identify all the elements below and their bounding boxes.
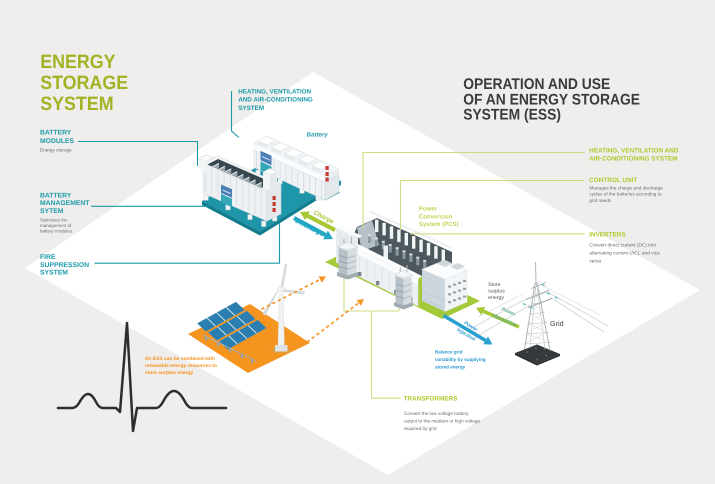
svg-text:renewable energy resources to: renewable energy resources to bbox=[145, 363, 217, 369]
svg-text:SYTEM: SYTEM bbox=[40, 208, 64, 215]
svg-text:alternating current (AC), and: alternating current (AC), and vice bbox=[589, 251, 660, 257]
svg-text:cycles of the batteries accord: cycles of the batteries according to bbox=[589, 192, 662, 197]
svg-text:BATTERY: BATTERY bbox=[40, 193, 72, 200]
svg-text:AIR-CONDITIONING SYSTEM: AIR-CONDITIONING SYSTEM bbox=[589, 155, 677, 162]
svg-text:TRANSFORMERS: TRANSFORMERS bbox=[404, 396, 459, 403]
svg-text:Convert the low voltage batter: Convert the low voltage battery bbox=[404, 411, 469, 416]
svg-text:management of: management of bbox=[40, 223, 72, 228]
svg-text:Manages the charge and dischar: Manages the charge and discharge bbox=[589, 186, 663, 191]
svg-text:store surplus energy: store surplus energy bbox=[145, 370, 194, 376]
svg-text:variability by supplying: variability by supplying bbox=[435, 357, 486, 363]
svg-text:SYSTEM: SYSTEM bbox=[40, 93, 113, 115]
svg-text:HEATING, VENTILATION AND: HEATING, VENTILATION AND bbox=[589, 148, 679, 155]
svg-text:System (PCS): System (PCS) bbox=[419, 221, 459, 228]
svg-text:BATTERY: BATTERY bbox=[40, 130, 72, 137]
svg-text:Power: Power bbox=[419, 205, 438, 212]
svg-text:Conversion: Conversion bbox=[419, 213, 453, 220]
svg-text:Convert direct current (DC) in: Convert direct current (DC) into bbox=[589, 243, 656, 249]
svg-text:Grid: Grid bbox=[550, 319, 564, 328]
svg-text:Optimises the: Optimises the bbox=[40, 218, 68, 223]
svg-text:Battery: Battery bbox=[307, 132, 329, 139]
svg-text:SUPPRESSION: SUPPRESSION bbox=[40, 262, 89, 269]
svg-text:OPERATION AND USE: OPERATION AND USE bbox=[463, 76, 610, 93]
svg-text:required by grid: required by grid bbox=[404, 426, 437, 431]
svg-text:stored energy: stored energy bbox=[435, 364, 465, 370]
svg-text:SYSTEM (ESS): SYSTEM (ESS) bbox=[463, 107, 561, 124]
svg-text:MODULES: MODULES bbox=[40, 138, 74, 145]
svg-text:ENERGY: ENERGY bbox=[40, 51, 115, 73]
svg-text:CONTROL UNIT: CONTROL UNIT bbox=[589, 177, 637, 184]
svg-text:Energy storage: Energy storage bbox=[40, 147, 72, 152]
svg-text:OF AN ENERGY STORAGE: OF AN ENERGY STORAGE bbox=[463, 91, 640, 108]
svg-text:STORAGE: STORAGE bbox=[40, 72, 128, 94]
svg-text:grid needs: grid needs bbox=[589, 198, 612, 203]
svg-text:FIRE: FIRE bbox=[40, 254, 56, 261]
svg-text:HEATING, VENTILATION: HEATING, VENTILATION bbox=[238, 88, 311, 95]
svg-text:An ESS can be combined with: An ESS can be combined with bbox=[145, 356, 215, 362]
svg-text:SYSTEM: SYSTEM bbox=[238, 105, 264, 112]
svg-text:output to the medium or high v: output to the medium or high voltage bbox=[404, 419, 480, 424]
svg-text:Balance grid: Balance grid bbox=[435, 350, 462, 356]
svg-text:AND AIR-CONDITIONING: AND AIR-CONDITIONING bbox=[238, 97, 313, 104]
svg-text:MANAGEMENT: MANAGEMENT bbox=[40, 200, 90, 207]
svg-text:INVERTERS: INVERTERS bbox=[589, 231, 626, 238]
svg-text:battery modules: battery modules bbox=[40, 229, 73, 234]
svg-text:surplus: surplus bbox=[488, 289, 505, 295]
svg-text:SYSTEM: SYSTEM bbox=[40, 270, 68, 277]
svg-text:energy: energy bbox=[488, 295, 504, 301]
svg-text:versa: versa bbox=[589, 260, 601, 265]
svg-text:Store: Store bbox=[488, 282, 501, 288]
